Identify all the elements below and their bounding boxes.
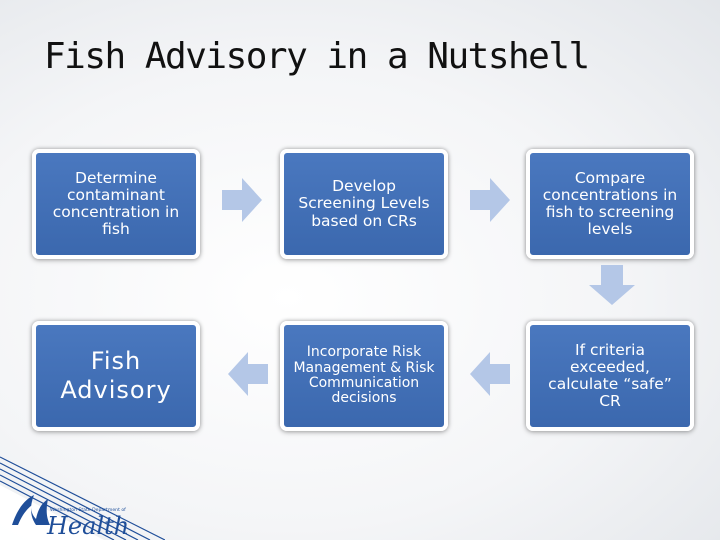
arrow-right-icon [222, 178, 262, 222]
logo-word: Health [46, 512, 129, 540]
step-develop-box: Develop Screening Levels based on CRs [280, 149, 448, 259]
mountain-logo-icon [12, 495, 50, 525]
health-logo: Washington State Department of Health [0, 456, 165, 540]
page-title: Fish Advisory in a Nutshell [44, 36, 590, 77]
logo-small-text: Washington State Department of [50, 507, 126, 513]
step-incorporate-label: Incorporate Risk Management & Risk Commu… [293, 344, 435, 407]
step-develop-label: Develop Screening Levels based on CRs [298, 177, 430, 230]
step-determine-label: Determine contaminant concentration in f… [52, 168, 180, 239]
step-calculate-label: If criteria exceeded, calculate “safe” C… [548, 340, 672, 411]
step-compare-box: Compare concentrations in fish to screen… [526, 149, 694, 259]
step-advisory-label: Fish Advisory [60, 347, 172, 404]
step-incorporate-box: Incorporate Risk Management & Risk Commu… [280, 321, 448, 431]
step-determine-box: Determine contaminant concentration in f… [32, 149, 200, 259]
arrow-right-icon [470, 178, 510, 222]
arrow-down-icon [589, 265, 635, 305]
arrow-left-icon [470, 352, 510, 396]
step-compare-label: Compare concentrations in fish to screen… [542, 168, 678, 239]
step-calculate-box: If criteria exceeded, calculate “safe” C… [526, 321, 694, 431]
arrow-left-icon [228, 352, 268, 396]
step-advisory-box: Fish Advisory [32, 321, 200, 431]
